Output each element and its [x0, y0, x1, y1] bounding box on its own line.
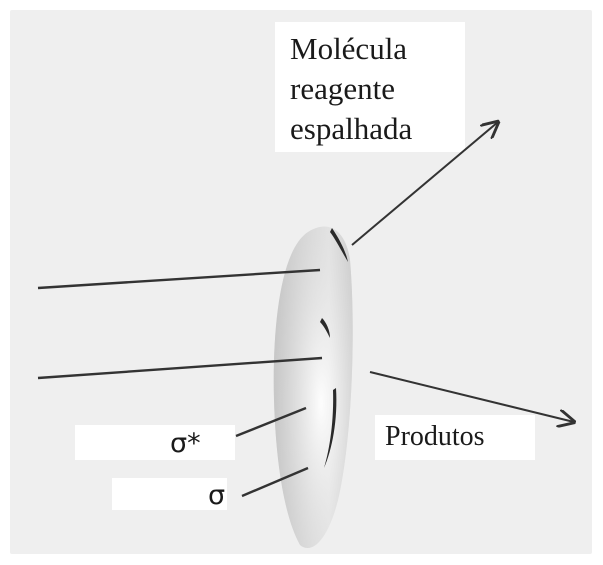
products-label: Produtos — [385, 423, 485, 451]
scattered-label-line1: Molécula — [290, 33, 407, 64]
scattered-label-line3: espalhada — [290, 113, 412, 144]
sigma-star-label: σ* — [170, 430, 201, 457]
scattered-label-line2: reagente — [290, 73, 395, 104]
products-arrow — [370, 372, 574, 422]
sigma-label: σ — [208, 482, 225, 509]
incoming-line-upper — [38, 270, 320, 288]
reaction-disc — [274, 227, 353, 548]
